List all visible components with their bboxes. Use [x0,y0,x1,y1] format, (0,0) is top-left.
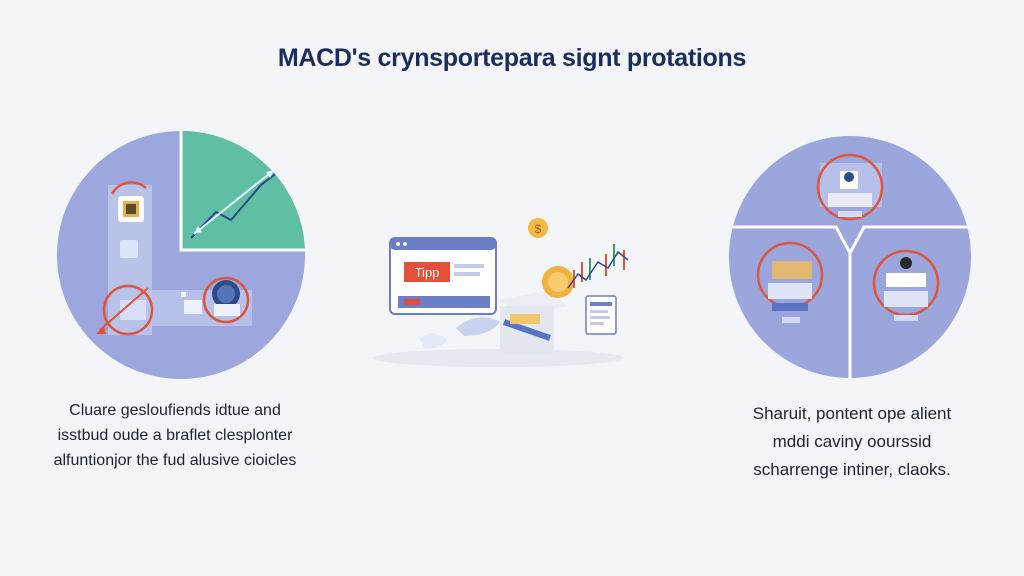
trend-line [190,171,279,239]
coin-symbol: $ [535,222,542,236]
center-illustration: Tipp $ [368,210,648,380]
divider-lines [729,225,971,378]
right-caption-line: scharrenge intiner, claoks. [753,460,951,479]
left-illustration [56,130,306,380]
document-card [585,295,617,335]
right-caption-line: mddi caviny oourssid [772,432,932,451]
tag-label: Tipp [415,265,440,280]
left-caption-line: alfuntionjor the fud alusive cioicles [53,452,297,469]
right-caption: Sharuit, pontent ope alient mddi caviny … [712,400,992,484]
ground-shadow [373,349,623,367]
tag-label-box [404,262,450,282]
page-title: MACD's crynsportepara signt protations [277,44,747,72]
left-caption: Cluare gesloufiends idtue and isstbud ou… [30,398,320,473]
coin-small [528,218,548,238]
left-caption-line: Cluare gesloufiends idtue and [69,402,281,419]
right-illustration [728,135,972,379]
right-caption-line: Sharuit, pontent ope alient [752,404,952,423]
left-caption-line: isstbud oude a braflet clesplonter [57,427,293,444]
